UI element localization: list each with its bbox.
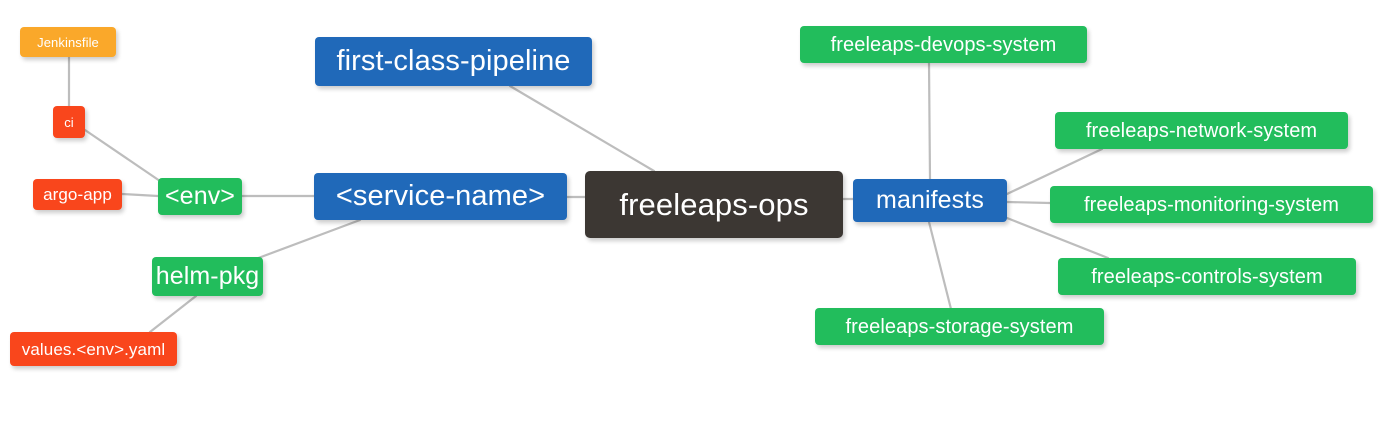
edge-manifests-monitoring <box>1005 200 1052 205</box>
node-label: <env> <box>164 182 235 210</box>
node-freeleaps-network-system[interactable]: freeleaps-network-system <box>1055 112 1348 149</box>
edge-manifests-storage <box>927 220 953 311</box>
node-freeleaps-controls-system[interactable]: freeleaps-controls-system <box>1058 258 1356 295</box>
node-label: values.<env>.yaml <box>21 339 166 359</box>
node-first-class-pipeline[interactable]: first-class-pipeline <box>315 37 592 86</box>
node-label: freeleaps-ops <box>619 187 809 222</box>
node-label: first-class-pipeline <box>336 45 571 77</box>
node-freeleaps-storage-system[interactable]: freeleaps-storage-system <box>815 308 1104 345</box>
node-label: freeleaps-controls-system <box>1091 265 1323 288</box>
node-service-name[interactable]: <service-name> <box>314 173 567 220</box>
edge-firstclasspipeline-root <box>508 84 656 173</box>
node-freeleaps-devops-system[interactable]: freeleaps-devops-system <box>800 26 1087 63</box>
node-ci[interactable]: ci <box>53 106 85 138</box>
node-label: Jenkinsfile <box>37 34 99 50</box>
edge-manifests-controls <box>1005 216 1110 260</box>
node-jenkinsfile[interactable]: Jenkinsfile <box>20 27 116 57</box>
node-label: ci <box>64 114 74 130</box>
node-label: freeleaps-devops-system <box>830 33 1057 56</box>
node-label: freeleaps-storage-system <box>845 315 1074 338</box>
node-label: manifests <box>876 186 984 214</box>
edge-manifests-devops <box>927 61 932 181</box>
node-argo-app[interactable]: argo-app <box>33 179 122 210</box>
node-values-yaml[interactable]: values.<env>.yaml <box>10 332 177 366</box>
node-label: helm-pkg <box>155 262 260 290</box>
edge-valuesyaml-helmpkg <box>148 294 198 334</box>
node-label: argo-app <box>43 185 112 204</box>
node-freeleaps-monitoring-system[interactable]: freeleaps-monitoring-system <box>1050 186 1373 223</box>
node-root-freeleaps-ops[interactable]: freeleaps-ops <box>585 171 843 238</box>
node-label: <service-name> <box>335 180 546 212</box>
node-label: freeleaps-monitoring-system <box>1083 193 1339 216</box>
node-label: freeleaps-network-system <box>1085 119 1318 142</box>
edge-helmpkg-servicename <box>251 218 362 262</box>
node-env[interactable]: <env> <box>158 178 242 215</box>
edge-argoapp-env <box>120 192 160 198</box>
node-manifests[interactable]: manifests <box>853 179 1007 222</box>
node-helm-pkg[interactable]: helm-pkg <box>152 257 263 296</box>
